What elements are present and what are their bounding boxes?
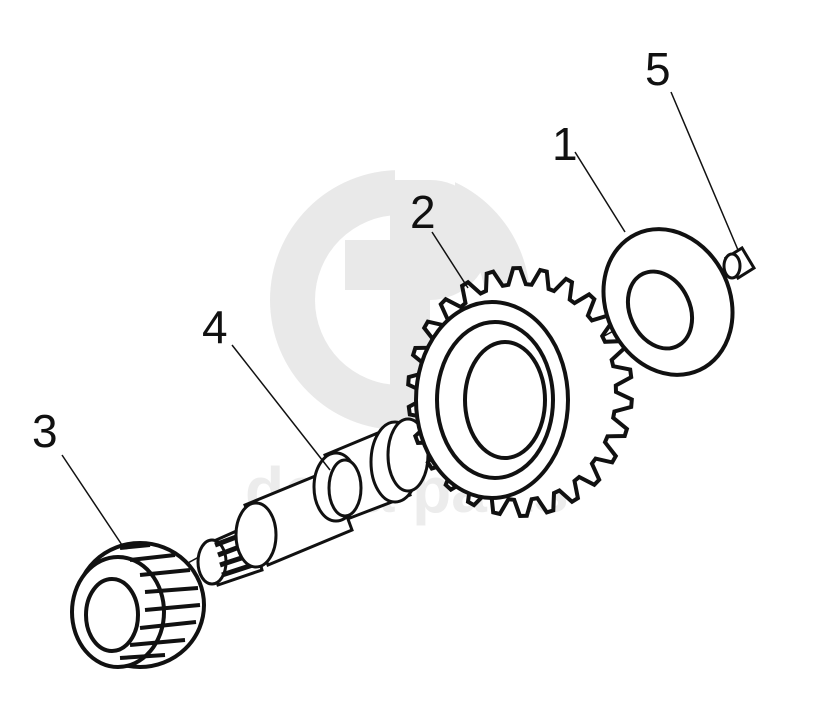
watermark-logo — [270, 170, 530, 430]
watermark-logo-text: GP — [0, 0, 2, 1]
needle-bearing-part — [70, 541, 206, 669]
shaft-part — [196, 417, 430, 587]
gear-part — [406, 265, 634, 519]
callout-3: 3 — [32, 405, 58, 457]
thrust-washer-part — [601, 227, 735, 377]
leader-lines — [61, 91, 739, 546]
callout-1: 1 — [552, 118, 578, 170]
callouts: 1 2 3 4 5 — [32, 43, 671, 457]
sleeve-part — [722, 245, 757, 281]
callout-5: 5 — [645, 43, 671, 95]
callout-4: 4 — [202, 301, 228, 353]
callout-2: 2 — [410, 186, 436, 238]
